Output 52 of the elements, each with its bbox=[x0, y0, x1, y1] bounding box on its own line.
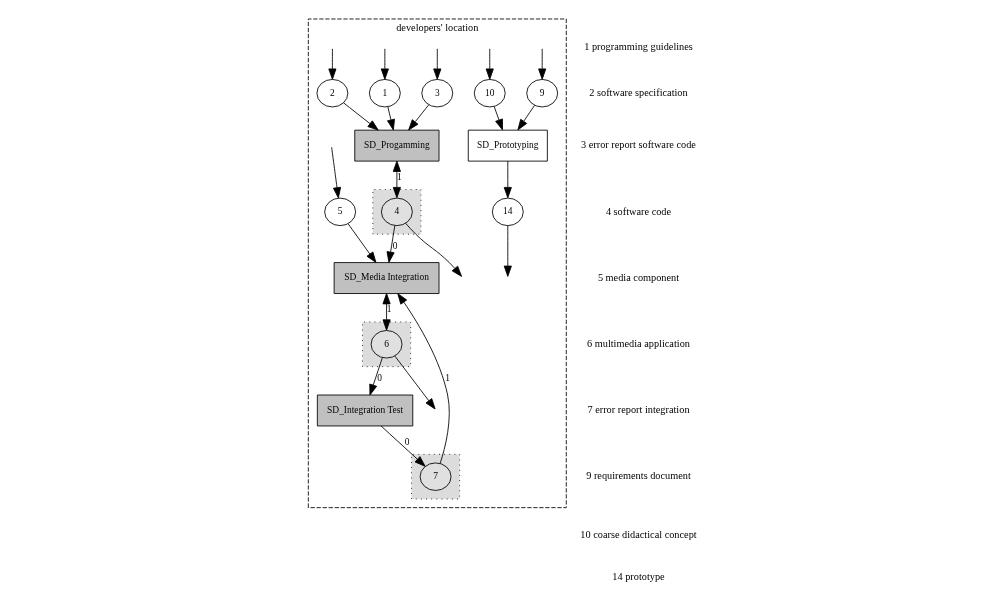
arrow bbox=[503, 225, 512, 277]
arrow bbox=[405, 222, 462, 277]
arrow bbox=[433, 48, 442, 80]
label: 6 multimedia application bbox=[587, 337, 690, 349]
node-box: SD_Prototyping bbox=[467, 129, 548, 162]
edge-label: 1 bbox=[445, 373, 450, 384]
arrow bbox=[386, 225, 396, 263]
node-box: SD_Progamming bbox=[354, 129, 440, 162]
node-ellipse: 3 bbox=[421, 79, 454, 108]
node-ellipse: 5 bbox=[324, 197, 357, 227]
label: 9 requirements document bbox=[586, 470, 691, 482]
label: 3 error report software code bbox=[581, 139, 696, 151]
node-ellipse: 7 bbox=[419, 462, 452, 491]
arrow bbox=[485, 48, 494, 80]
node-ellipse: 14 bbox=[491, 197, 524, 227]
edge-label: 1 bbox=[397, 171, 402, 182]
node-box: SD_Media Integration bbox=[333, 262, 440, 294]
edge-label: 0 bbox=[392, 240, 398, 251]
arrow bbox=[380, 48, 389, 80]
node-ellipse: 10 bbox=[473, 79, 506, 108]
label: 10 coarse didactical concept bbox=[580, 529, 697, 541]
label: 2 software specification bbox=[589, 86, 688, 98]
arrow bbox=[408, 104, 430, 131]
edge-label: 0 bbox=[377, 373, 383, 384]
arrow bbox=[380, 425, 426, 467]
label: 1 programming guidelines bbox=[584, 40, 693, 52]
node-ellipse: 6 bbox=[370, 330, 403, 359]
arrow bbox=[503, 160, 512, 199]
label: 7 error report integration bbox=[587, 404, 690, 416]
arrow bbox=[328, 48, 337, 80]
arrow bbox=[347, 223, 377, 263]
node-ellipse: 2 bbox=[316, 79, 349, 108]
node-ellipse: 9 bbox=[526, 79, 559, 108]
arrow bbox=[493, 106, 503, 131]
arrow bbox=[331, 146, 342, 199]
arrow bbox=[387, 106, 395, 131]
arrow bbox=[394, 355, 436, 410]
label: 4 software code bbox=[605, 205, 672, 217]
arrow bbox=[538, 48, 547, 80]
edge-label: 0 bbox=[404, 436, 410, 447]
label: 14 prototype bbox=[612, 570, 665, 582]
node-ellipse: 1 bbox=[368, 79, 401, 108]
node-box: SD_Integration Test bbox=[316, 394, 414, 427]
arrow bbox=[382, 293, 391, 331]
arrow bbox=[392, 160, 401, 199]
node-ellipse: 4 bbox=[381, 197, 413, 227]
edge-label: 1 bbox=[386, 304, 392, 315]
arrow bbox=[517, 104, 535, 131]
label: 5 media component bbox=[597, 271, 680, 283]
arrow bbox=[369, 357, 383, 396]
arrow bbox=[397, 293, 450, 464]
arrow bbox=[343, 102, 379, 131]
